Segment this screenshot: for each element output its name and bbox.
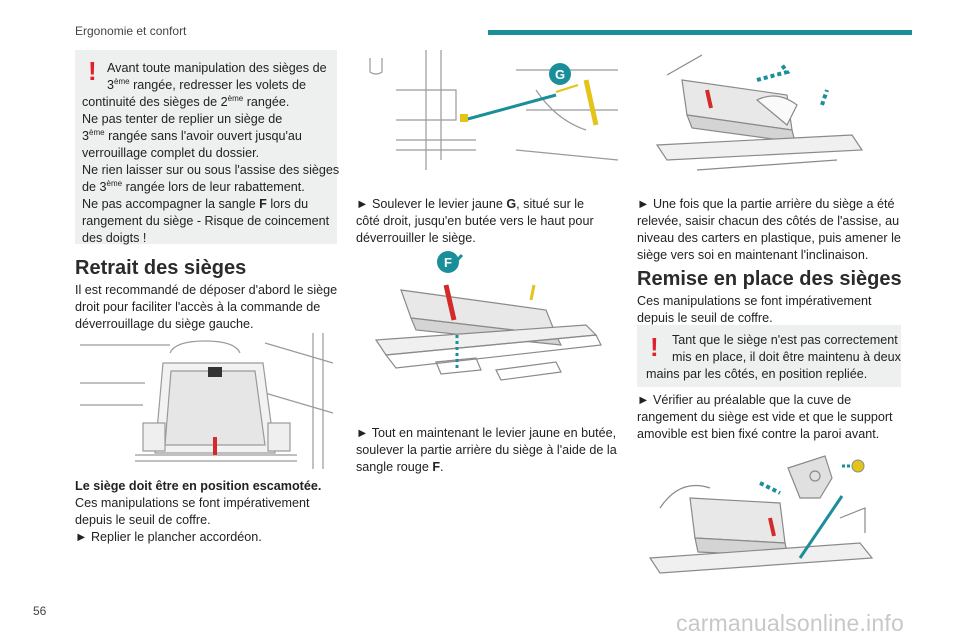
c2-s2-line-2: soulever la partie arrière du siège à l'… bbox=[356, 443, 617, 457]
seat-top-view-illustration bbox=[80, 333, 334, 469]
s1-line-2: depuis le seuil de coffre. bbox=[75, 513, 211, 527]
w1-line-11: des doigts ! bbox=[82, 231, 147, 245]
w1-line-10: rangement du siège - Risque de coincemen… bbox=[82, 214, 330, 228]
c3-s2-line-2: rangement du siège est vide et que le su… bbox=[637, 410, 893, 424]
w2-line-1: Tant que le siège n'est pas correctement bbox=[672, 333, 898, 347]
watermark: carmanualsonline.info bbox=[676, 610, 904, 636]
c2-s2-line-1: ► Tout en maintenant le levier jaune en … bbox=[356, 426, 617, 440]
section-title-remise: Remise en place des sièges bbox=[637, 268, 902, 290]
warning-exclamation-icon: ! bbox=[88, 56, 97, 86]
warning-2-text: Tant que le siège n'est pas correctement… bbox=[646, 332, 901, 383]
c3-s1-line-1: ► Une fois que la partie arrière du sièg… bbox=[637, 197, 895, 211]
w1-line-8: de 3ème rangée lors de leur rabattement. bbox=[82, 179, 305, 195]
c3-s1-line-3: niveau des carters en plastique, puis am… bbox=[637, 231, 901, 245]
page-number: 56 bbox=[33, 604, 47, 618]
w1-line-7: Ne rien laisser sur ou sous l'assise des… bbox=[82, 163, 340, 177]
col2-step2: ► Tout en maintenant le levier jaune en … bbox=[356, 425, 617, 476]
c2-s1-line-1: ► Soulever le levier jaune G, situé sur … bbox=[356, 197, 585, 211]
col3-step2: ► Vérifier au préalable que la cuve de r… bbox=[637, 392, 893, 443]
c3-s1-line-2: relevée, saisir chacun des côtés de l'as… bbox=[637, 214, 900, 228]
section-title-retrait: Retrait des sièges bbox=[75, 257, 247, 279]
s1-line-1: Ces manipulations se font impérativement bbox=[75, 496, 310, 510]
warning-box-1 bbox=[75, 50, 337, 244]
support-bracket-illustration bbox=[648, 455, 874, 574]
header-accent-bar bbox=[488, 30, 912, 35]
s2-intro-line-2: depuis le seuil de coffre. bbox=[637, 311, 773, 325]
c2-s1-line-3: déverrouiller le siège. bbox=[356, 231, 476, 245]
w1-line-2: 3ème rangée, redresser les volets de bbox=[107, 77, 306, 93]
w1-line-4: Ne pas tenter de replier un siège de bbox=[82, 112, 283, 126]
w2-line-3: mains par les côtés, en position repliée… bbox=[646, 367, 868, 381]
label-g: G bbox=[555, 67, 565, 82]
s1-bold-line: Le siège doit être en position escamotée… bbox=[75, 479, 322, 493]
s1-line-3: ► Replier le plancher accordéon. bbox=[75, 530, 262, 544]
w2-line-2: mis en place, il doit être maintenu à de… bbox=[672, 350, 901, 364]
running-header: Ergonomie et confort bbox=[75, 24, 187, 38]
w1-line-9: Ne pas accompagner la sangle F lors du bbox=[82, 197, 309, 211]
s2-intro-line-1: Ces manipulations se font impérativement bbox=[637, 294, 872, 308]
hands-lift-illustration bbox=[655, 54, 864, 171]
col2-step1: ► Soulever le levier jaune G, situé sur … bbox=[356, 196, 594, 247]
section2-intro: Ces manipulations se font impérativement… bbox=[637, 293, 872, 327]
section1-instructions: Le siège doit être en position escamotée… bbox=[75, 478, 321, 546]
w1-line-1: Avant toute manipulation des sièges de bbox=[107, 61, 327, 75]
w1-line-3: continuité des sièges de 2ème rangée. bbox=[82, 94, 290, 110]
col3-step1: ► Une fois que la partie arrière du sièg… bbox=[637, 196, 901, 264]
s1-intro-line-1: Il est recommandé de déposer d'abord le … bbox=[75, 283, 338, 297]
c3-s1-line-4: siège vers soi en maintenant l'inclinais… bbox=[637, 248, 869, 262]
warning-box-2 bbox=[637, 325, 901, 387]
lever-g-illustration: G bbox=[369, 50, 619, 170]
c2-s2-line-3: sangle rouge F. bbox=[356, 460, 444, 474]
s1-intro-line-3: déverrouillage du siège gauche. bbox=[75, 317, 254, 331]
c3-s2-line-1: ► Vérifier au préalable que la cuve de bbox=[637, 393, 852, 407]
s1-intro-line-2: droit pour faciliter l'accès à la comman… bbox=[75, 300, 321, 314]
c3-s2-line-3: amovible est bien fixé contre la paroi a… bbox=[637, 427, 880, 441]
warning-1-text: Avant toute manipulation des sièges de 3… bbox=[82, 60, 340, 247]
w1-line-6: verrouillage complet du dossier. bbox=[82, 146, 260, 160]
section1-intro: Il est recommandé de déposer d'abord le … bbox=[75, 282, 337, 333]
c2-s1-line-2: côté droit, jusqu'en butée vers le haut … bbox=[356, 214, 594, 228]
w1-line-5: 3ème rangée sans l'avoir ouvert jusqu'au bbox=[82, 128, 302, 144]
warning-exclamation-icon: ! bbox=[650, 332, 659, 362]
strap-f-illustration: F bbox=[374, 251, 602, 381]
label-f: F bbox=[444, 255, 452, 270]
